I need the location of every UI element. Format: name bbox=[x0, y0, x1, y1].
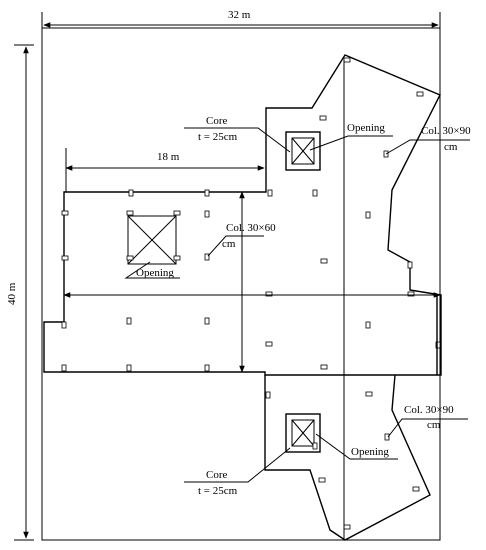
height-label: 40 m bbox=[6, 282, 18, 305]
col-mid-label-1: Col. 30×60 bbox=[226, 222, 276, 234]
site-boundary bbox=[41, 27, 441, 541]
col-mid-callout: Col. 30×60 cm bbox=[207, 222, 276, 257]
opening-left bbox=[127, 215, 177, 265]
opening-left-callout: Opening bbox=[124, 261, 180, 279]
core-top-label-2: t = 25cm bbox=[198, 131, 238, 143]
col-bottom-label-2: cm bbox=[427, 419, 441, 431]
core-top-label-1: Core bbox=[206, 115, 228, 127]
core-bottom bbox=[285, 413, 321, 453]
opening-left-label: Opening bbox=[136, 267, 174, 279]
opening-top-callout: Opening bbox=[309, 122, 393, 151]
col-top-callout: Col. 30×90 cm bbox=[385, 125, 471, 155]
opening-bottom-label: Opening bbox=[351, 446, 389, 458]
core-bottom-callout: Core t = 25cm bbox=[184, 447, 291, 497]
building-outline bbox=[43, 54, 442, 376]
inner-label: 18 m bbox=[157, 151, 180, 163]
col-top-label-2: cm bbox=[444, 141, 458, 153]
inner-dimension: 18 m bbox=[65, 148, 265, 192]
height-dimension: 40 m bbox=[6, 44, 34, 541]
axis-lines bbox=[63, 60, 441, 540]
width-dimension: 32 m bbox=[41, 9, 441, 38]
opening-top-label: Opening bbox=[347, 122, 385, 134]
col-bottom-callout: Col. 30×90 cm bbox=[387, 404, 468, 438]
core-bottom-label-1: Core bbox=[206, 469, 228, 481]
width-label: 32 m bbox=[228, 9, 251, 21]
col-top-label-1: Col. 30×90 bbox=[421, 125, 471, 137]
core-top-callout: Core t = 25cm bbox=[184, 115, 291, 153]
col-bottom-label-1: Col. 30×90 bbox=[404, 404, 454, 416]
core-bottom-label-2: t = 25cm bbox=[198, 485, 238, 497]
col-mid-label-2: cm bbox=[222, 238, 236, 250]
opening-bottom-callout: Opening bbox=[315, 433, 398, 460]
columns bbox=[61, 57, 441, 530]
core-top bbox=[285, 131, 321, 171]
